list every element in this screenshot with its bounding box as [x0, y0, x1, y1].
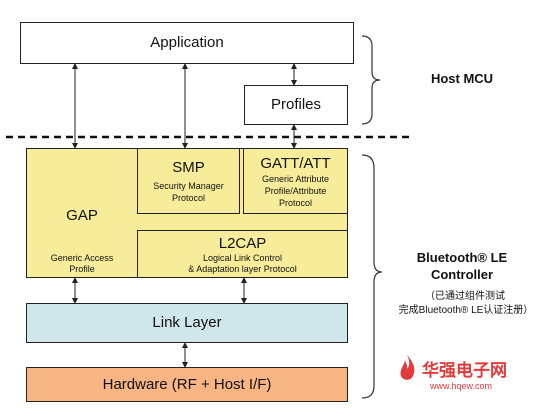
link-layer-label: Link Layer [152, 314, 222, 331]
application-label: Application [150, 34, 224, 51]
controller-brace [361, 154, 383, 399]
host-brace [361, 35, 381, 125]
l2cap-subtitle-2: & Adaptation layer Protocol [188, 264, 297, 274]
gatt-subtitle-3: Protocol [278, 198, 313, 208]
watermark-logo [396, 354, 418, 384]
watermark-url: www.hqew.com [430, 381, 493, 391]
l2cap-box: L2CAP Logical Link Control & Adaptation … [137, 230, 348, 278]
controller-note-line-2: 完成Bluetooth® LE认证注册） [398, 305, 534, 316]
hardware-box: Hardware (RF + Host I/F) [26, 367, 348, 402]
watermark-text: 华强电子网 [422, 361, 507, 380]
gatt-att-box: GATT/ATT Generic Attribute Profile/Attri… [243, 148, 348, 214]
gap-subtitle-1: Generic Access [50, 253, 114, 263]
smp-box: SMP Security Manager Protocol [137, 148, 240, 214]
host-mcu-label: Host MCU [430, 71, 494, 86]
hardware-label: Hardware (RF + Host I/F) [102, 376, 272, 393]
smp-subtitle-1: Security Manager [153, 181, 224, 191]
smp-subtitle-2: Protocol [171, 193, 206, 203]
profiles-box: Profiles [244, 85, 348, 125]
gatt-title: GATT/ATT [260, 155, 331, 172]
application-box: Application [20, 22, 354, 64]
link-layer-box: Link Layer [26, 303, 348, 343]
profiles-label: Profiles [270, 96, 322, 113]
l2cap-subtitle-1: Logical Link Control [202, 253, 283, 263]
flame-icon [400, 355, 415, 380]
gatt-subtitle-2: Profile/Attribute [264, 186, 327, 196]
l2cap-title: L2CAP [218, 235, 267, 252]
gap-title: GAP [66, 207, 98, 224]
controller-label-line-1: Bluetooth® LE [416, 250, 508, 265]
controller-label-line-2: Controller [430, 267, 494, 282]
controller-note-line-1: （已通过组件测试 [425, 291, 505, 302]
gatt-subtitle-1: Generic Attribute [261, 174, 330, 184]
gap-subtitle-2: Profile [69, 264, 95, 274]
smp-title: SMP [172, 159, 205, 176]
